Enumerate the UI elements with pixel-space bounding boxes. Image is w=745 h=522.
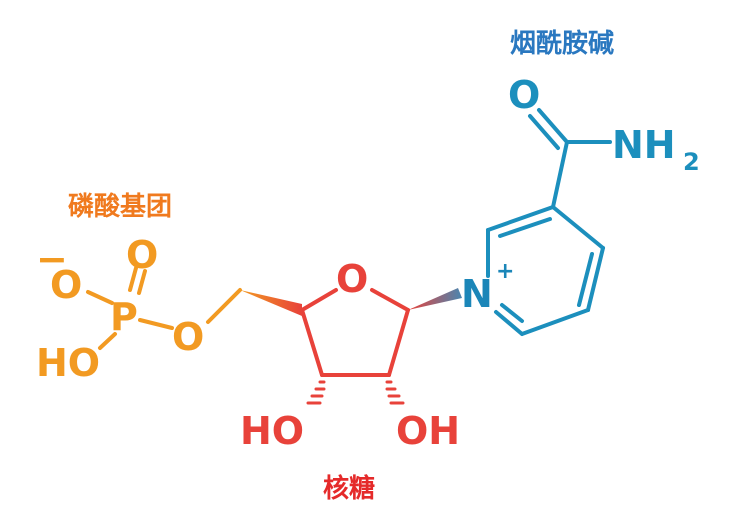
bond-c-o-double-b — [528, 114, 560, 150]
bond-c3-carbonyl-c — [551, 140, 569, 209]
bond-p-o-double-b — [137, 269, 147, 295]
ribose-label: 核糖 — [323, 473, 375, 504]
inner-double-c2-c3 — [498, 217, 552, 238]
ester-o: O — [172, 315, 204, 359]
phosphorus: P — [110, 295, 138, 339]
bond-c5-c6 — [520, 308, 590, 336]
inner-double-c6-n — [500, 303, 524, 323]
bond-p-ester-o — [138, 318, 174, 330]
bond-c4-c5 — [586, 246, 605, 312]
bond-ho-p — [98, 332, 117, 350]
amide-h2-subscript: 2 — [683, 148, 700, 176]
ribose-ho: HO — [240, 409, 304, 453]
hash-bond-c3-oh — [306, 380, 326, 405]
phosphate-group-label: 磷酸基团 — [68, 192, 172, 222]
phosphate-o-double: O — [126, 233, 158, 277]
pyridinium-ring — [486, 108, 612, 336]
nicotinamide-label: 烟酰胺碱 — [510, 29, 614, 59]
bond-c-o-double-a — [537, 108, 569, 144]
phosphate-o-minus: O — [50, 263, 82, 307]
phosphate-ho: HO — [36, 341, 100, 385]
bond-ester-o-c5 — [206, 288, 242, 324]
ring-o: O — [336, 257, 368, 301]
bond-o-c1 — [370, 288, 410, 312]
wedge-c4-c5 — [240, 290, 302, 316]
bond-c3-c4 — [551, 205, 605, 250]
wedge-c1-n — [408, 288, 462, 310]
inner-double-c4-c5 — [577, 252, 594, 307]
bond-o-minus-p — [86, 290, 114, 305]
plus-sign: + — [496, 259, 514, 284]
ribose-ring — [300, 288, 410, 377]
amide-o: O — [508, 73, 540, 117]
minus-sign: − — [36, 237, 68, 281]
phosphate-bonds — [86, 266, 242, 350]
bond-p-o-double-a — [128, 266, 138, 292]
amide-nh: NH — [612, 123, 676, 167]
bond-c1-c2 — [387, 308, 410, 377]
bond-c4-o — [300, 288, 338, 312]
pyridinium-n: N — [461, 272, 493, 316]
hash-bond-c2-oh — [385, 380, 405, 405]
bond-c2-c3 — [486, 205, 555, 232]
bond-c3-c4 — [300, 308, 324, 377]
bond-c6-n — [494, 310, 524, 336]
ribose-oh: OH — [396, 409, 460, 453]
